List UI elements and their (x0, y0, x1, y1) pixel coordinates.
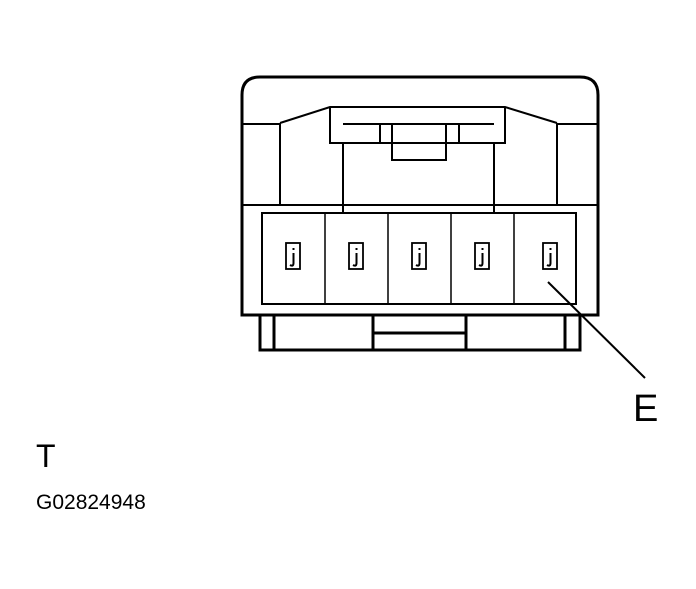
terminal-dividers (324, 213, 515, 304)
housing-bottom-skirt (258, 315, 582, 352)
terminal-1 (285, 242, 301, 270)
view-label: T (36, 438, 56, 474)
figure-id: G02824948 (36, 491, 146, 514)
housing-upper-body (242, 106, 598, 206)
terminal-4 (474, 242, 490, 270)
callout-label-e: E (633, 388, 659, 430)
terminal-5 (542, 242, 558, 270)
terminal-3 (411, 242, 427, 270)
callout-leader-line (547, 281, 646, 379)
terminal-2 (348, 242, 364, 270)
lock-latch (391, 124, 447, 161)
connector-housing (240, 75, 600, 317)
lock-lever (329, 107, 506, 213)
terminal-block (261, 212, 577, 305)
